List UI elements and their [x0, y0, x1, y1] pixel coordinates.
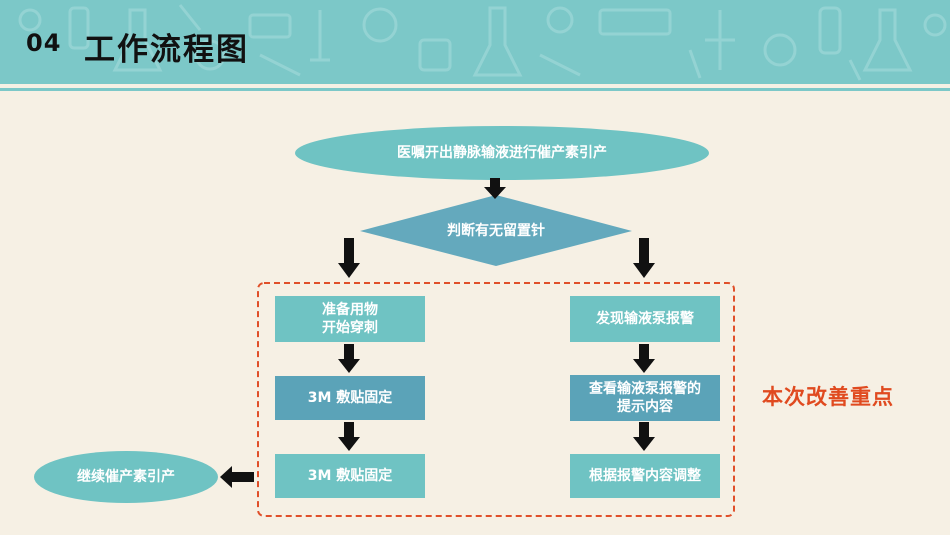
- highlight-label: 本次改善重点: [762, 385, 894, 409]
- arrow-left-2-to-3: [338, 422, 360, 451]
- page-title: 工作流程图: [84, 32, 249, 68]
- right-step2-label: 查看输液泵报警的 提示内容: [589, 381, 701, 415]
- left-step2-label: 3M 敷贴固定: [307, 390, 393, 406]
- arrow-right-1-to-2: [633, 344, 655, 373]
- right-step1-label: 发现输液泵报警: [596, 311, 694, 327]
- highlight-region: [257, 282, 735, 517]
- left-step1-shape: [275, 296, 425, 342]
- right-step3-shape: [570, 454, 720, 498]
- header-divider: [0, 88, 950, 91]
- end-node-shape: [34, 451, 218, 503]
- end-node-label: 继续催产素引产: [77, 469, 175, 485]
- start-node-label: 医嘱开出静脉输液进行催产素引产: [397, 145, 607, 161]
- arrow-left-1-to-2: [338, 344, 360, 373]
- right-step3-label: 根据报警内容调整: [589, 468, 701, 484]
- start-node-shape: [295, 126, 709, 180]
- left-step1-label: 准备用物 开始穿刺: [322, 302, 378, 336]
- arrow-right-2-to-3: [633, 422, 655, 451]
- decision-node-label: 判断有无留置针: [447, 223, 545, 239]
- decision-node-shape: [360, 195, 632, 266]
- left-step3-shape: [275, 454, 425, 498]
- left-step2-shape: [275, 376, 425, 420]
- arrow-decision-to-right: [633, 238, 655, 278]
- right-step1-shape: [570, 296, 720, 342]
- right-step2-shape: [570, 375, 720, 421]
- arrow-start-to-decision: [484, 178, 506, 199]
- lab-pattern-icon: [18, 4, 947, 81]
- arrow-decision-to-left: [338, 238, 360, 278]
- arrow-to-end: [220, 466, 254, 488]
- section-number: 04: [26, 29, 62, 57]
- arrows: [220, 178, 655, 488]
- left-step3-label: 3M 敷贴固定: [307, 468, 393, 484]
- header-band: 04 工作流程图: [0, 0, 950, 84]
